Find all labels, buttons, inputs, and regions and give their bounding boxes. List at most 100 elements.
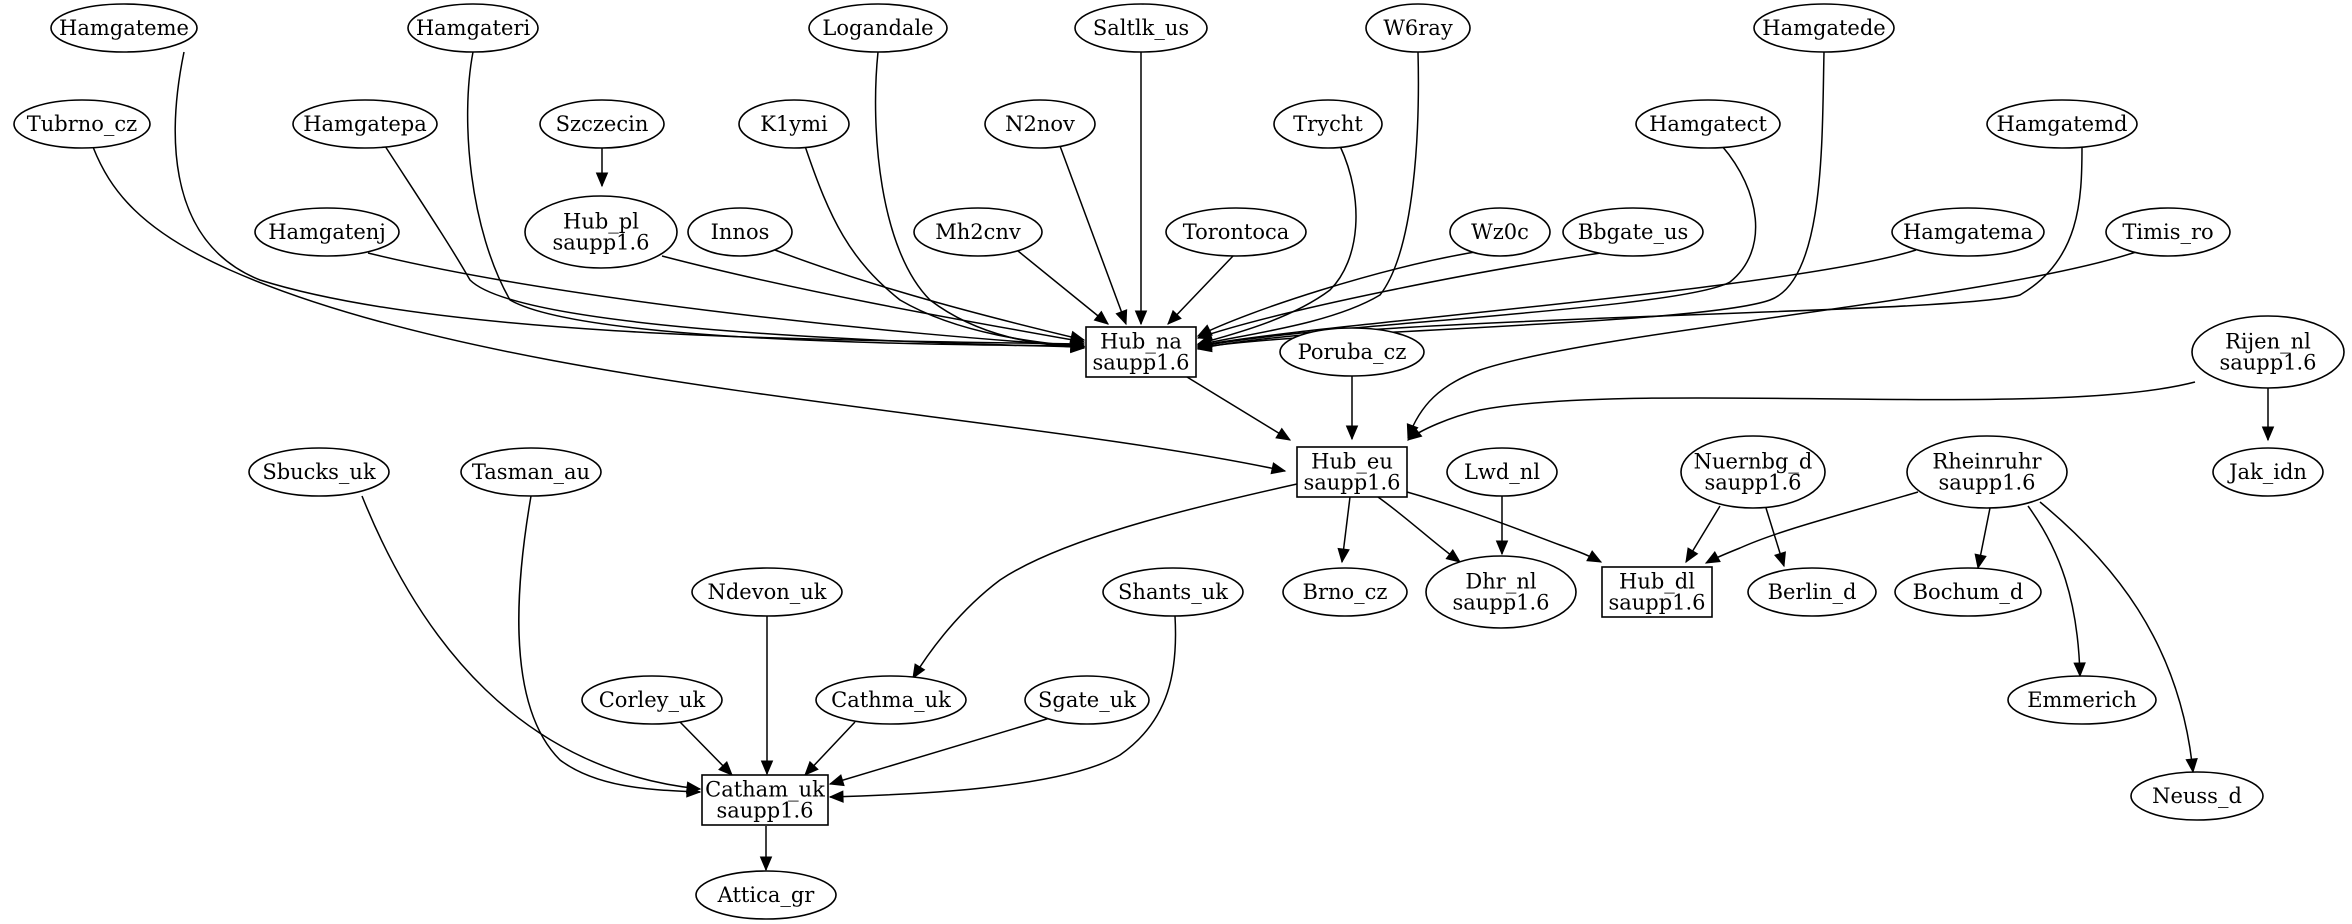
node-timis-ro[interactable]: Timis_ro <box>2105 207 2231 257</box>
node-ellipse <box>808 3 948 53</box>
node-label: Szczecin <box>556 112 649 136</box>
node-label: saupp1.6 <box>2219 351 2316 375</box>
node-label: Sbucks_uk <box>262 460 376 484</box>
node-saltlk-us[interactable]: Saltlk_us <box>1074 3 1208 53</box>
node-label: saupp1.6 <box>1938 471 2035 495</box>
node-ellipse <box>1562 207 1704 257</box>
node-logandale[interactable]: Logandale <box>808 3 948 53</box>
node-label: Catham_uk <box>705 778 825 802</box>
node-corley-uk[interactable]: Corley_uk <box>581 675 723 725</box>
node-hamgatepa[interactable]: Hamgatepa <box>292 99 438 149</box>
edge-hub_eu-to-brno_cz <box>1337 496 1351 564</box>
node-label: Corley_uk <box>599 688 706 712</box>
node-label: Hub_na <box>1100 330 1182 354</box>
node-label: Hamgatemd <box>1997 112 2128 136</box>
edge-rijen_nl-to-jak_idn <box>2261 388 2275 442</box>
arrowhead <box>2261 426 2275 442</box>
nodes-layer: Hamgateme Hamgateri Logandale Saltlk_us W6ra… <box>13 3 2345 920</box>
node-berlin-d[interactable]: Berlin_d <box>1747 567 1877 617</box>
node-k1ymi[interactable]: K1ymi <box>738 99 850 149</box>
node-hamgatede[interactable]: Hamgatede <box>1753 3 1895 53</box>
edge-catham_uk-to-attica_gr <box>759 826 773 872</box>
edge-line <box>829 615 1177 798</box>
node-hamgatemd[interactable]: Hamgatemd <box>1986 99 2138 149</box>
node-hamgatema[interactable]: Hamgatema <box>1891 207 2045 257</box>
node-label: Neuss_d <box>2152 784 2242 808</box>
arrowhead <box>1495 540 1509 556</box>
node-label: saupp1.6 <box>552 231 649 255</box>
node-hamgatect[interactable]: Hamgatect <box>1635 99 1781 149</box>
node-ellipse <box>248 447 390 497</box>
node-hamgateri[interactable]: Hamgateri <box>407 3 539 53</box>
node-label: saupp1.6 <box>1303 471 1400 495</box>
edge-line <box>367 252 1085 347</box>
node-label: Sgate_uk <box>1038 688 1136 712</box>
arrowhead <box>759 856 773 872</box>
node-ellipse <box>815 675 967 725</box>
node-ellipse <box>292 99 438 149</box>
node-brno-cz[interactable]: Brno_cz <box>1282 567 1408 617</box>
node-ndevon-uk[interactable]: Ndevon_uk <box>691 567 843 617</box>
edge-saltlk_us-to-hub_na <box>1134 52 1148 326</box>
node-neuss-d[interactable]: Neuss_d <box>2130 771 2264 821</box>
node-label: Emmerich <box>2027 688 2137 712</box>
node-label: Hamgateri <box>416 16 531 40</box>
node-wz0c[interactable]: Wz0c <box>1449 207 1551 257</box>
node-bbgate-us[interactable]: Bbgate_us <box>1562 207 1704 257</box>
node-label: Innos <box>711 220 770 244</box>
node-innos[interactable]: Innos <box>687 207 793 257</box>
node-label: saupp1.6 <box>1704 471 1801 495</box>
node-n2nov[interactable]: N2nov <box>984 99 1096 149</box>
node-box <box>1296 446 1408 498</box>
node-ellipse <box>2212 447 2324 497</box>
node-label: Hub_eu <box>1311 450 1393 474</box>
node-hamgatenj[interactable]: Hamgatenj <box>254 207 400 257</box>
node-ellipse <box>738 99 850 149</box>
node-label: Jak_idn <box>2227 460 2307 484</box>
arrowhead <box>1196 327 1213 340</box>
node-ellipse <box>407 3 539 53</box>
node-label: W6ray <box>1383 16 1453 40</box>
edge-line <box>2027 505 2081 677</box>
node-ellipse <box>539 99 665 149</box>
node-mh2cnv[interactable]: Mh2cnv <box>913 207 1043 257</box>
node-shants-uk[interactable]: Shants_uk <box>1102 567 1244 617</box>
node-sgate-uk[interactable]: Sgate_uk <box>1024 675 1150 725</box>
node-trycht[interactable]: Trycht <box>1273 99 1383 149</box>
edge-line <box>1197 252 1602 339</box>
node-hamgateme[interactable]: Hamgateme <box>50 3 198 53</box>
node-tubrno-cz[interactable]: Tubrno_cz <box>13 99 151 149</box>
node-bochum-d[interactable]: Bochum_d <box>1894 567 2042 617</box>
node-ellipse <box>1102 567 1244 617</box>
node-ellipse <box>1680 435 1826 509</box>
node-sbucks-uk[interactable]: Sbucks_uk <box>248 447 390 497</box>
node-emmerich[interactable]: Emmerich <box>2007 675 2157 725</box>
node-cathma-uk[interactable]: Cathma_uk <box>815 675 967 725</box>
node-lwd-nl[interactable]: Lwd_nl <box>1446 447 1558 497</box>
edge-innos-to-hub_na <box>774 249 1086 343</box>
node-torontoca[interactable]: Torontoca <box>1165 207 1307 257</box>
arrowhead <box>1134 310 1148 326</box>
node-poruba-cz[interactable]: Poruba_cz <box>1279 327 1425 377</box>
edge-line <box>804 145 1085 348</box>
edge-line <box>1167 255 1234 325</box>
node-attica-gr[interactable]: Attica_gr <box>695 870 837 920</box>
node-w6ray[interactable]: W6ray <box>1365 3 1471 53</box>
node-jak-idn[interactable]: Jak_idn <box>2212 447 2324 497</box>
arrowhead <box>1196 337 1213 350</box>
node-ellipse <box>1024 675 1150 725</box>
edge-mh2cnv-to-hub_na <box>1017 250 1109 325</box>
node-tasman-au[interactable]: Tasman_au <box>460 447 602 497</box>
edge-tasman_au-to-catham_uk <box>518 495 702 798</box>
node-szczecin[interactable]: Szczecin <box>539 99 665 149</box>
edge-line <box>1197 251 1476 337</box>
